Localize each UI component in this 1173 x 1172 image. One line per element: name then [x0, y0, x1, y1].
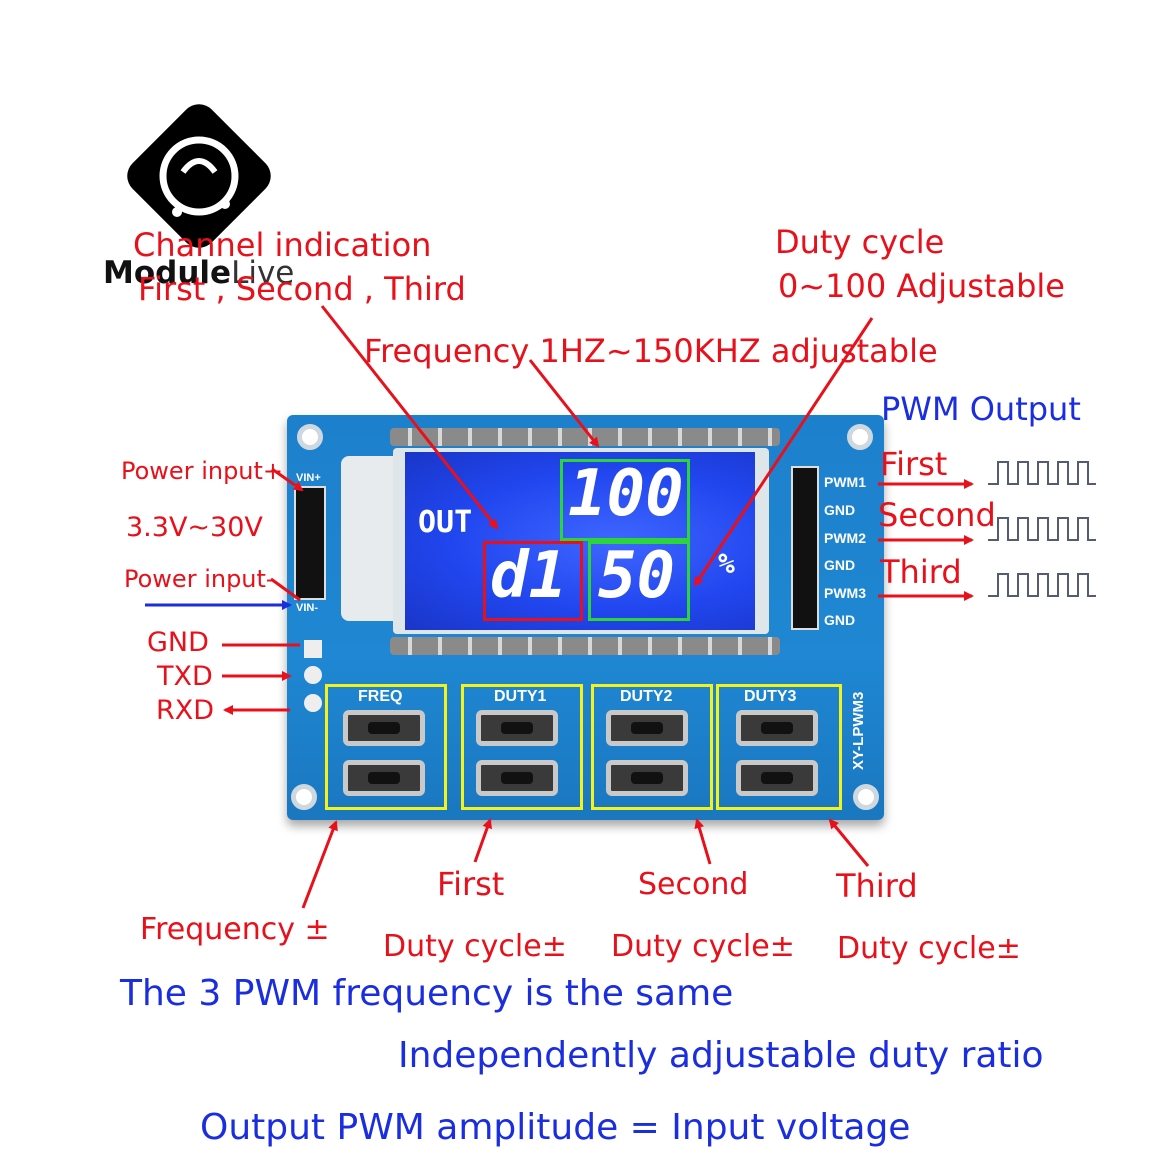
freq-minus-button[interactable] — [343, 760, 425, 796]
lcd-out-label: OUT — [418, 505, 473, 540]
channel-order-label: First , Second , Third — [138, 270, 466, 308]
output-header — [791, 466, 819, 630]
duty3-minus-button[interactable] — [736, 760, 818, 796]
buttons-first-label: First — [437, 865, 505, 903]
note-amplitude: Output PWM amplitude = Input voltage — [200, 1107, 911, 1148]
frequency-highlight — [560, 459, 690, 541]
duty1-silk-label: DUTY1 — [494, 688, 547, 705]
channel-indication-label: Channel indication — [133, 226, 432, 264]
freq-plus-button[interactable] — [343, 710, 425, 746]
frequency-pm-label: Frequency ± — [140, 912, 330, 947]
pin-vin-plus: VIN+ — [296, 472, 321, 484]
duty-highlight — [588, 541, 690, 621]
freq-buttons-highlight — [325, 684, 447, 810]
duty2-silk-label: DUTY2 — [620, 688, 673, 705]
duty2-buttons-highlight — [591, 684, 713, 810]
duty1-minus-button[interactable] — [476, 760, 558, 796]
logo-brand-bold: Module — [103, 255, 232, 291]
rxd-label: RXD — [156, 695, 215, 726]
power-input-minus-label: Power input- — [124, 565, 275, 593]
lcd-pins-bottom — [390, 637, 780, 655]
duty-pm-2-label: Duty cycle± — [611, 929, 795, 964]
power-input-plus-label: Power input+ — [121, 457, 284, 485]
lcd-duty-value: 50 — [598, 539, 676, 613]
logo-wordmark: ModuleLive — [103, 255, 294, 291]
duty-pm-3-label: Duty cycle± — [837, 931, 1021, 966]
mount-hole — [847, 424, 873, 450]
duty3-plus-button[interactable] — [736, 710, 818, 746]
duty-range-label: 0~100 Adjustable — [778, 267, 1065, 305]
voltage-range-label: 3.3V~30V — [126, 512, 263, 543]
lcd-frequency-value: 100 — [568, 457, 684, 531]
duty2-plus-button[interactable] — [606, 710, 688, 746]
duty-pm-1-label: Duty cycle± — [383, 929, 567, 964]
rxd-pad — [304, 694, 322, 712]
pin-label: PWM3 — [824, 585, 866, 601]
buttons-third-label: Third — [836, 867, 918, 905]
duty1-plus-button[interactable] — [476, 710, 558, 746]
logo-brand-light: Live — [231, 255, 295, 291]
logo-swirl-icon — [159, 136, 239, 217]
pwm-third-label: Third — [880, 553, 962, 591]
pin-label: PWM1 — [824, 474, 866, 490]
pin-vin-minus: VIN- — [296, 602, 318, 614]
lcd-pins-top — [390, 428, 780, 446]
txd-pad — [304, 666, 322, 684]
note-independent-duty: Independently adjustable duty ratio — [398, 1035, 1044, 1076]
pin-label: GND — [824, 612, 856, 628]
lcd-percent-sign: % — [718, 547, 735, 580]
mount-hole — [291, 784, 317, 810]
buttons-second-label: Second — [638, 867, 749, 902]
duty1-buttons-highlight — [461, 684, 583, 810]
duty3-buttons-highlight — [716, 684, 842, 810]
duty2-minus-button[interactable] — [606, 760, 688, 796]
pwm-second-label: Second — [878, 496, 996, 534]
note-same-frequency: The 3 PWM frequency is the same — [120, 973, 734, 1014]
pin-label: GND — [824, 502, 856, 518]
channel-highlight — [483, 541, 583, 621]
duty3-silk-label: DUTY3 — [744, 688, 797, 705]
freq-silk-label: FREQ — [358, 688, 403, 705]
gnd-pad — [304, 640, 322, 658]
power-header — [294, 486, 326, 600]
gnd-label: GND — [147, 627, 209, 658]
lcd-tab — [341, 456, 403, 621]
duty-cycle-label: Duty cycle — [775, 223, 945, 261]
mount-hole — [853, 784, 879, 810]
pwm-output-title: PWM Output — [881, 390, 1081, 428]
frequency-range-label: Frequency 1HZ~150KHZ adjustable — [364, 332, 938, 370]
pin-label: GND — [824, 557, 856, 573]
txd-label: TXD — [157, 661, 213, 692]
mount-hole — [297, 424, 323, 450]
pwm-first-label: First — [880, 445, 948, 483]
lcd-channel-value: d1 — [490, 539, 568, 613]
pin-label: PWM2 — [824, 530, 866, 546]
